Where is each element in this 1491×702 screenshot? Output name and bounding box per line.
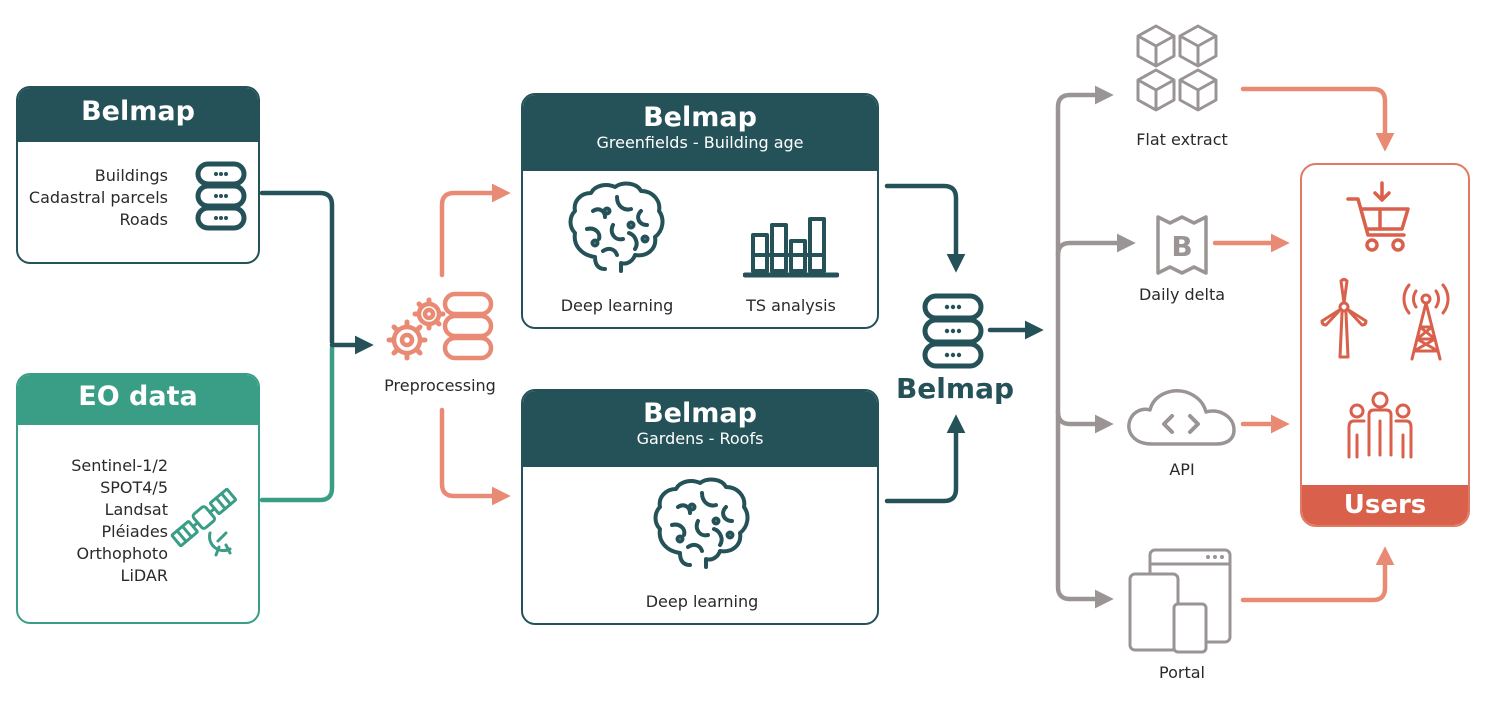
wire-distribution-trunk [1055, 92, 1073, 602]
brain-icon [650, 477, 754, 577]
gardens-header: Belmap Gardens - Roofs [523, 391, 877, 467]
flat-extract-label: Flat extract [1136, 130, 1228, 149]
users-panel: Users [1300, 163, 1470, 527]
database-icon [194, 160, 248, 232]
preprocessing-label: Preprocessing [384, 376, 496, 395]
devices-icon [1124, 546, 1234, 656]
arrow-greenfields-to-central [884, 183, 966, 273]
gardens-subtitle: Gardens - Roofs [636, 429, 764, 448]
shopping-cart-icon [1344, 181, 1414, 253]
source-item: Landsat [104, 500, 168, 519]
source-item: Pléiades [101, 522, 168, 541]
eo-data-title: EO data [78, 381, 198, 412]
portal-label: Portal [1159, 663, 1205, 682]
people-group-icon [1345, 391, 1415, 463]
belmap-source-card: Belmap Buildings Cadastral parcels Roads [16, 86, 260, 264]
arrow-to-greenfields [439, 183, 511, 278]
cloud-code-icon [1122, 386, 1240, 448]
arrow-portal-to-users [1240, 546, 1395, 603]
arrow-to-daily-delta [1055, 233, 1136, 258]
belmap-source-title: Belmap [81, 96, 195, 127]
greenfields-title: Belmap [643, 102, 757, 133]
source-item: SPOT4/5 [100, 478, 168, 497]
belmap-source-list: Buildings Cadastral parcels Roads [29, 165, 168, 231]
bar-chart-icon [743, 215, 839, 281]
antenna-tower-icon [1398, 277, 1454, 363]
belmap-source-header: Belmap [18, 88, 258, 142]
arrow-flat-extract-to-users [1240, 86, 1395, 152]
arrow-gardens-to-central [884, 414, 966, 504]
source-item: Sentinel-1/2 [71, 456, 168, 475]
greenfields-subtitle: Greenfields - Building age [596, 133, 804, 152]
greenfields-header: Belmap Greenfields - Building age [523, 95, 877, 171]
gardens-model-card: Belmap Gardens - Roofs Deep learning [521, 389, 879, 625]
arrow-to-api [1055, 409, 1114, 434]
source-item: Buildings [94, 166, 168, 185]
greenfields-model-card: Belmap Greenfields - Building age Deep l… [521, 93, 879, 329]
central-belmap-label: Belmap [895, 372, 1015, 405]
brain-icon [565, 181, 669, 281]
api-label: API [1169, 460, 1195, 479]
satellite-icon [164, 475, 248, 559]
source-item: Orthophoto [76, 544, 168, 563]
arrow-to-gardens [439, 407, 511, 506]
eo-data-header: EO data [18, 375, 258, 425]
wire-eo-to-preprocessing [259, 345, 335, 503]
source-item: LiDAR [120, 566, 168, 585]
cubes-icon [1130, 22, 1234, 122]
daily-delta-label: Daily delta [1138, 285, 1226, 304]
users-label: Users [1302, 485, 1468, 525]
database-icon [921, 292, 985, 370]
gears-database-icon [377, 288, 497, 368]
gardens-method-label: Deep learning [645, 592, 759, 611]
greenfields-method-label: Deep learning [560, 296, 674, 315]
svg-text:B: B [1171, 230, 1192, 263]
source-item: Cadastral parcels [28, 188, 168, 207]
b-tag-icon: B [1152, 213, 1212, 277]
gardens-title: Belmap [643, 398, 757, 429]
eo-data-card: EO data Sentinel-1/2 SPOT4/5 Landsat Plé… [16, 373, 260, 624]
wire-belmap-to-preprocessing [259, 190, 335, 345]
wind-turbine-icon [1314, 277, 1374, 361]
eo-data-list: Sentinel-1/2 SPOT4/5 Landsat Pléiades Or… [71, 455, 168, 587]
source-item: Roads [119, 210, 168, 229]
ts-analysis-label: TS analysis [746, 296, 836, 315]
